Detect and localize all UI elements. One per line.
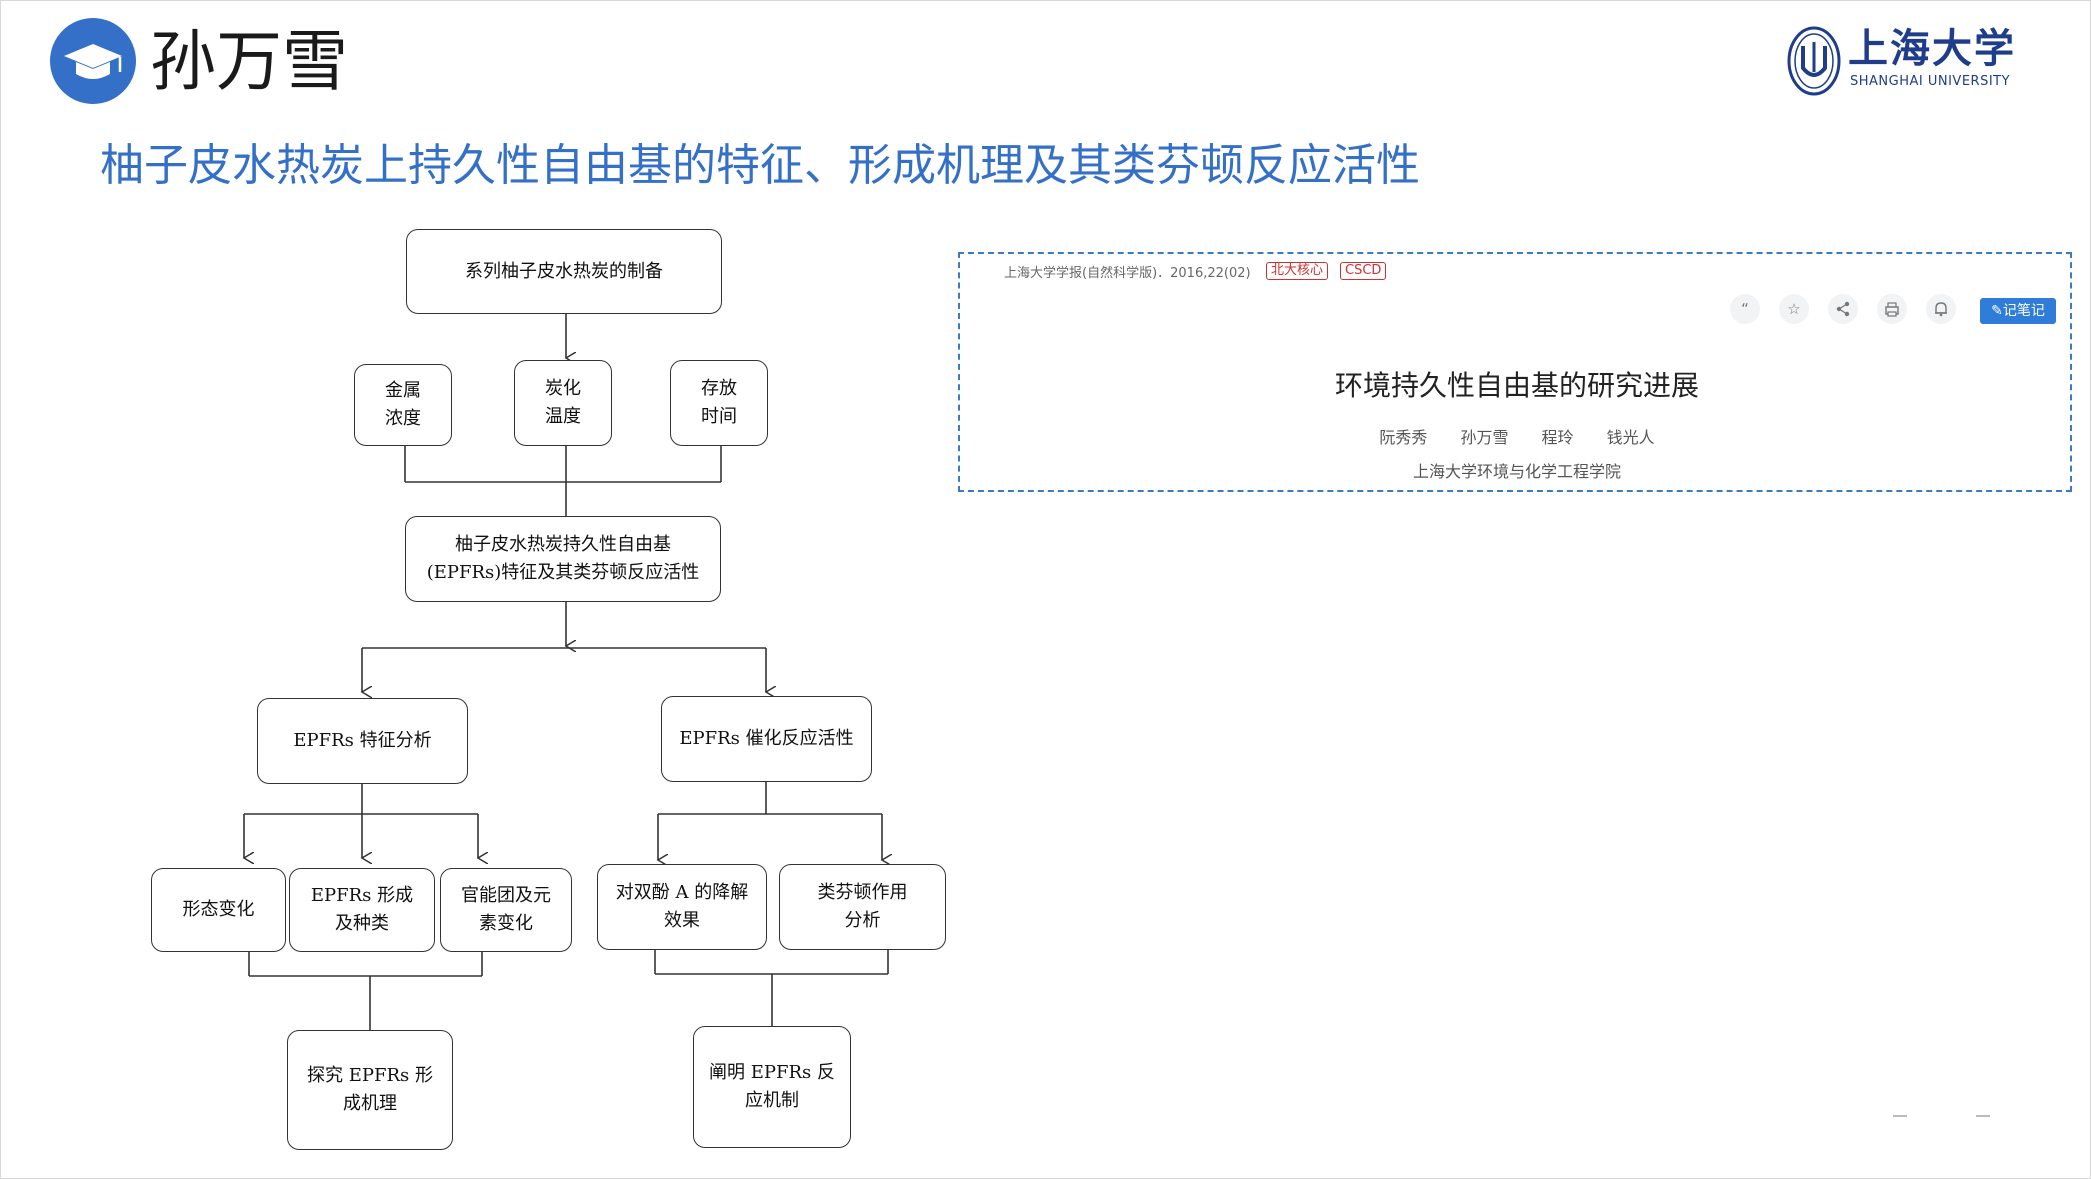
article-title[interactable]: 环境持久性自由基的研究进展: [1334, 369, 1699, 402]
quote-icon[interactable]: “: [1730, 294, 1760, 324]
author-name: 孙万雪: [150, 23, 348, 100]
node-epfrs-core: 柚子皮水热炭持久性自由基 (EPFRs)特征及其类芬顿反应活性: [405, 516, 721, 602]
node-fenton-like-analysis: 类芬顿作用 分析: [779, 864, 946, 950]
graduation-cap-icon: [50, 18, 136, 104]
article-authors: 阮秀秀 孙万雪 程玲 钱光人: [960, 424, 2074, 448]
pencil-icon: ✎: [1991, 303, 2003, 319]
university-seal-icon: [1787, 26, 1841, 96]
node-epfrs-characterization: EPFRs 特征分析: [257, 698, 468, 784]
slide-title: 柚子皮水热炭上持久性自由基的特征、形成机理及其类芬顿反应活性: [100, 140, 1420, 191]
node-epfrs-catalytic-activity: EPFRs 催化反应活性: [661, 696, 872, 782]
tag-cscd[interactable]: CSCD: [1340, 262, 1387, 280]
node-carbonization-temperature: 炭化 温度: [514, 360, 612, 446]
node-morphology-change: 形态变化: [151, 868, 286, 952]
node-functional-groups: 官能团及元 素变化: [440, 868, 572, 952]
divider-mark: [1976, 1115, 1990, 1117]
divider-mark: [1893, 1115, 1907, 1117]
tag-pku-core[interactable]: 北大核心: [1266, 262, 1329, 280]
university-logo: 上海大学 SHANGHAI UNIVERSITY: [1786, 24, 2014, 98]
article-affiliation[interactable]: 上海大学环境与化学工程学院: [1412, 462, 1621, 481]
share-icon[interactable]: [1828, 294, 1858, 324]
bell-icon[interactable]: [1926, 294, 1956, 324]
author-link[interactable]: 程玲: [1541, 428, 1574, 447]
author-link[interactable]: 钱光人: [1606, 428, 1655, 447]
node-epfrs-formation-types: EPFRs 形成 及种类: [289, 868, 435, 952]
take-note-button[interactable]: ✎记笔记: [1980, 298, 2056, 324]
print-icon[interactable]: [1877, 294, 1907, 324]
node-preparation: 系列柚子皮水热炭的制备: [406, 229, 722, 314]
article-card: 上海大学学报(自然科学版)．2016,22(02) 北大核心 CSCD “ ☆ …: [958, 252, 2072, 492]
author-link[interactable]: 阮秀秀: [1379, 428, 1428, 447]
logo-text: 上海大学: [1848, 25, 2016, 72]
node-formation-mechanism: 探究 EPFRs 形 成机理: [287, 1030, 453, 1150]
node-metal-concentration: 金属 浓度: [354, 364, 452, 446]
author-link[interactable]: 孙万雪: [1460, 428, 1509, 447]
node-bpa-degradation: 对双酚 A 的降解 效果: [597, 864, 767, 950]
node-reaction-mechanism: 阐明 EPFRs 反 应机制: [693, 1026, 851, 1148]
take-note-label: 记笔记: [2002, 303, 2045, 319]
star-icon[interactable]: ☆: [1779, 294, 1809, 324]
logo-subtext: SHANGHAI UNIVERSITY: [1850, 74, 2011, 89]
node-storage-time: 存放 时间: [670, 360, 768, 446]
journal-citation: 上海大学学报(自然科学版)．2016,22(02): [1004, 266, 1251, 281]
